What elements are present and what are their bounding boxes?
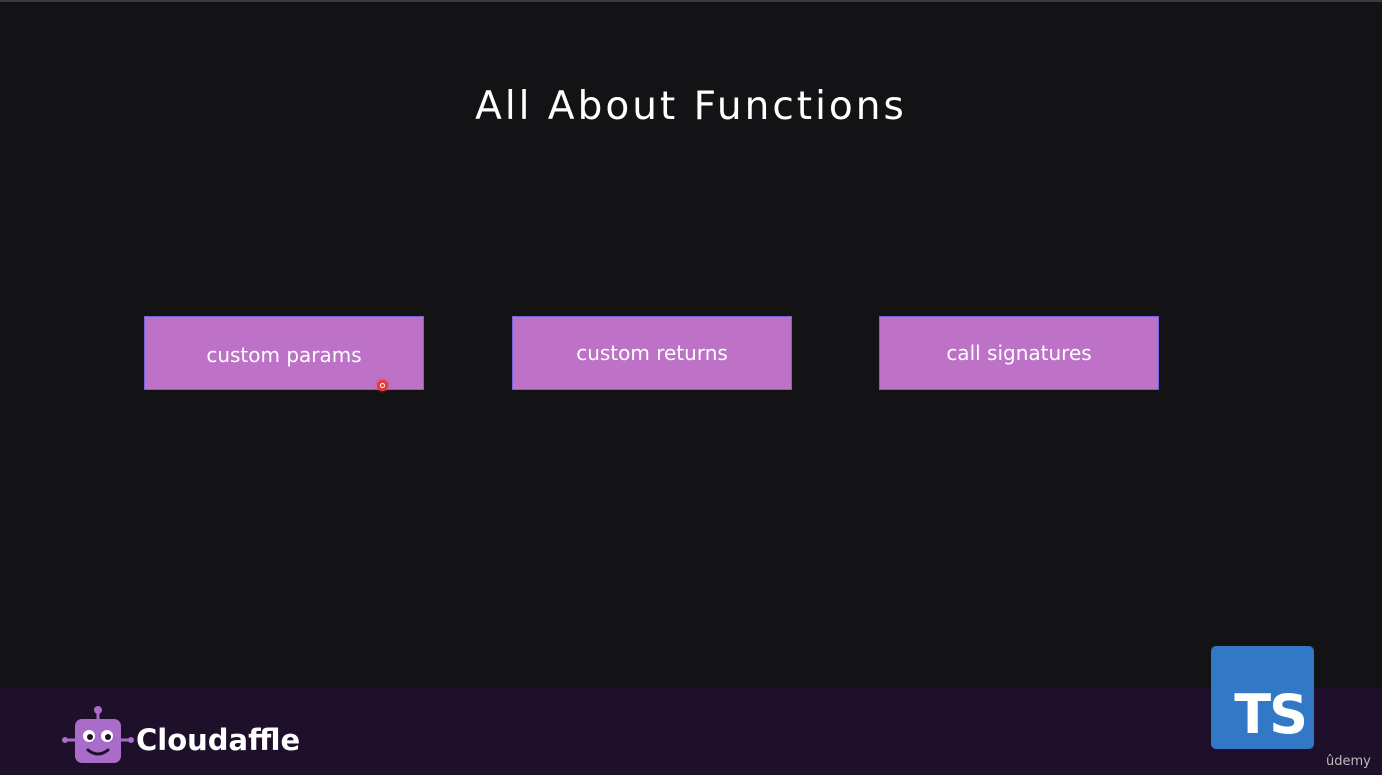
brand-name: Cloudaffle xyxy=(136,723,301,757)
top-border xyxy=(0,0,1382,2)
cursor-pointer-icon xyxy=(377,380,388,391)
udemy-watermark: ûdemy xyxy=(1326,754,1371,769)
topic-label: custom returns xyxy=(576,341,728,365)
topic-label: call signatures xyxy=(946,341,1092,365)
topic-label: custom params xyxy=(206,343,362,367)
footer-bar xyxy=(0,688,1382,775)
slide-title: All About Functions xyxy=(475,84,907,129)
topic-box-call-signatures: call signatures xyxy=(879,316,1159,390)
topic-box-custom-returns: custom returns xyxy=(512,316,792,390)
robot-mascot-icon xyxy=(62,706,134,763)
ts-logo-text: TS xyxy=(1234,683,1308,746)
typescript-logo-icon: TS xyxy=(1211,646,1314,749)
topic-box-custom-params: custom params xyxy=(144,316,424,390)
